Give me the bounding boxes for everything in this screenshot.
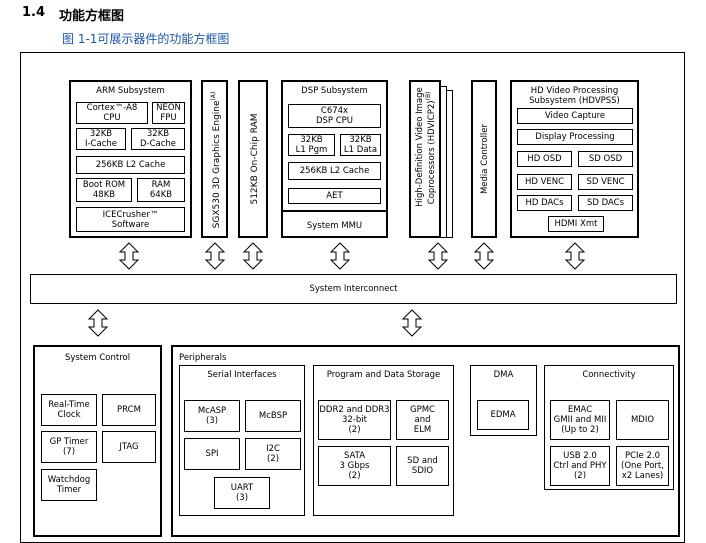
dma-title: DMA (493, 370, 514, 380)
icache-block: 32KB I-Cache (76, 128, 126, 150)
arm-cpu-block: Cortex™-A8 CPU (76, 102, 148, 124)
connectivity: Connectivity EMAC GMII and MII (Up to 2)… (544, 365, 674, 490)
system-control: System Control Real-Time Clock PRCM GP T… (33, 345, 162, 537)
display-processing-block: Display Processing (517, 129, 633, 145)
system-mmu-label: System MMU (306, 221, 363, 231)
icecrusher-software-block: ICECrusher™ Software (76, 207, 185, 232)
watchdog-timer-block: Watchdog Timer (41, 469, 97, 501)
emac-block: EMAC GMII and MII (Up to 2) (550, 400, 610, 440)
system-interconnect: System Interconnect (30, 274, 677, 304)
ram-arrow (243, 242, 263, 270)
dsp-subsystem-title: DSP Subsystem (301, 86, 368, 96)
sd-osd-block: SD OSD (578, 151, 633, 167)
edma-block: EDMA (477, 400, 529, 430)
mdio-block: MDIO (616, 400, 669, 440)
arm-subsystem: ARM Subsystem Cortex™-A8 CPU NEON FPU 32… (69, 80, 192, 238)
dsp-arrow (330, 242, 350, 270)
serial-interfaces: Serial Interfaces McASP (3) McBSP SPI I2… (179, 365, 305, 516)
ddr-block: DDR2 and DDR3 32-bit (2) (318, 400, 391, 440)
connectivity-title: Connectivity (582, 370, 636, 380)
system-control-arrow (88, 309, 108, 337)
storage-title: Program and Data Storage (326, 370, 441, 380)
hdvicp-arrow (428, 242, 448, 270)
dsp-subsystem: DSP Subsystem C674x DSP CPU 32KB L1 Pgm … (281, 80, 388, 238)
hdvicp2-coprocessors: High-Definition Video Image Coprocessors… (409, 80, 441, 238)
serial-interfaces-title: Serial Interfaces (207, 370, 277, 380)
usb-block: USB 2.0 Ctrl and PHY (2) (550, 446, 610, 486)
arm-ram-block: RAM 64KB (137, 178, 185, 202)
aet-block: AET (288, 188, 381, 204)
dcache-block: 32KB D-Cache (131, 128, 185, 150)
sd-venc-block: SD VENC (578, 174, 633, 190)
arm-subsystem-title: ARM Subsystem (96, 86, 165, 96)
mcasp-block: McASP (3) (184, 400, 240, 432)
dsp-l2-cache-block: 256KB L2 Cache (288, 162, 381, 180)
l1-data-block: 32KB L1 Data (340, 134, 381, 156)
l1-pgm-block: 32KB L1 Pgm (288, 134, 335, 156)
dsp-cpu-block: C674x DSP CPU (288, 104, 381, 128)
hdvpss-arrow (565, 242, 585, 270)
arm-arrow (119, 242, 139, 270)
real-time-clock-block: Real-Time Clock (41, 394, 97, 426)
media-arrow (474, 242, 494, 270)
figure-caption: 图 1-1可展示器件的功能方框图 (62, 32, 230, 46)
sgx-arrow (205, 242, 225, 270)
sd-dacs-block: SD DACs (578, 195, 633, 211)
peripherals-arrow (402, 309, 422, 337)
sd-sdio-block: SD and SDIO (396, 446, 449, 486)
gpmc-elm-block: GPMC and ELM (396, 400, 449, 440)
dsp-divider (283, 210, 386, 212)
boot-rom-block: Boot ROM 48KB (76, 178, 132, 202)
program-data-storage: Program and Data Storage DDR2 and DDR3 3… (313, 365, 454, 516)
uart-block: UART (3) (214, 477, 270, 509)
pcie-block: PCIe 2.0 (One Port, x2 Lanes) (616, 446, 669, 486)
jtag-block: JTAG (102, 431, 156, 463)
section-title: 功能方框图 (59, 9, 125, 24)
hd-venc-block: HD VENC (517, 174, 572, 190)
neon-fpu-block: NEON FPU (152, 102, 185, 124)
peripherals-title: Peripherals (179, 353, 227, 363)
hdmi-xmt-block: HDMI Xmt (548, 216, 604, 232)
sgx530-graphics-engine: SGX530 3D Graphics Engine(A) (201, 80, 228, 238)
hdvpss-title: HD Video Processing Subsystem (HDVPSS) (529, 86, 620, 106)
hd-dacs-block: HD DACs (517, 195, 572, 211)
media-controller: Media Controller (471, 80, 497, 238)
on-chip-ram: 512KB On-Chip RAM (238, 80, 268, 238)
dma: DMA EDMA (470, 365, 537, 436)
section-number: 1.4 (22, 5, 46, 20)
hd-osd-block: HD OSD (517, 151, 572, 167)
i2c-block: I2C (2) (245, 438, 301, 470)
system-control-title: System Control (64, 353, 131, 363)
video-capture-block: Video Capture (517, 108, 633, 124)
sata-block: SATA 3 Gbps (2) (318, 446, 391, 486)
spi-block: SPI (184, 438, 240, 470)
mcbsp-block: McBSP (245, 400, 301, 432)
arm-l2-cache-block: 256KB L2 Cache (76, 156, 185, 174)
prcm-block: PRCM (102, 394, 156, 426)
gp-timer-block: GP Timer (7) (41, 431, 97, 463)
hdvpss-subsystem: HD Video Processing Subsystem (HDVPSS) V… (510, 80, 639, 238)
system-interconnect-label: System Interconnect (309, 284, 398, 294)
